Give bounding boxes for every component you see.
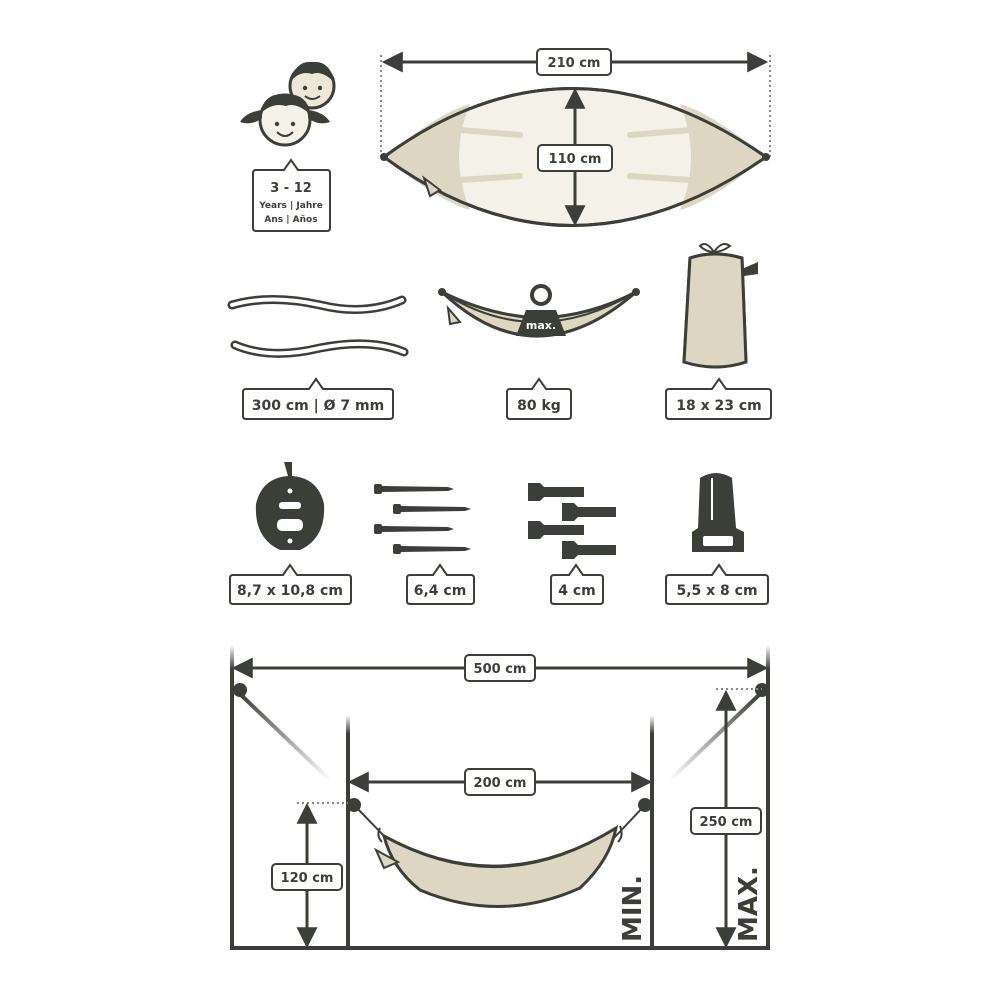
wall-anchors-icon (528, 483, 616, 559)
max-height-tag: 250 cm (690, 807, 762, 835)
inner-post-right (650, 715, 654, 950)
age-tag: 3 - 12 Years | Jahre Ans | Años (252, 158, 331, 232)
hammock-weight-icon: max. (438, 284, 640, 338)
width-value: 110 cm (549, 152, 602, 167)
min-height-value: 120 cm (281, 871, 334, 886)
screws-tag: 6,4 cm (406, 563, 475, 605)
max-distance-tag: 500 cm (464, 654, 536, 682)
carabiner-tag: 5,5 x 8 cm (665, 563, 769, 605)
max-distance-value: 500 cm (474, 662, 527, 677)
carabiner-icon (692, 473, 744, 552)
ropes-icon (227, 295, 409, 358)
wall-plate-size: 8,7 x 10,8 cm (237, 583, 343, 599)
min-label: MIN. (618, 875, 648, 942)
inner-post-left (346, 715, 350, 950)
age-label-ans: Ans | Años (264, 215, 317, 225)
max-label: MAX. (734, 866, 764, 942)
screws-length: 6,4 cm (414, 583, 467, 599)
outer-post-right (766, 645, 770, 950)
hammock-top-view (380, 51, 771, 227)
weight-icon (516, 310, 566, 336)
stuff-bag-icon (682, 243, 758, 369)
age-label-years: Years | Jahre (258, 201, 323, 211)
carabiner-size: 5,5 x 8 cm (676, 583, 757, 599)
length-tag: 210 cm (536, 48, 612, 76)
weight-tag: max. (526, 319, 556, 332)
rope-spec: 300 cm | Ø 7 mm (252, 398, 384, 414)
bag-size-value: 18 x 23 cm (676, 398, 762, 414)
min-distance-value: 200 cm (474, 776, 527, 791)
bag-size-tag: 18 x 23 cm (665, 377, 772, 420)
wall-plate-icon (255, 462, 325, 550)
width-tag: 110 cm (537, 144, 613, 172)
min-height-tag: 120 cm (271, 863, 343, 891)
max-load-value: 80 kg (517, 398, 561, 414)
anchors-tag: 4 cm (550, 563, 604, 605)
kids-faces-icon (240, 61, 336, 147)
outer-post-left (230, 645, 234, 950)
screws-icon (374, 484, 471, 554)
length-value: 210 cm (548, 56, 601, 71)
age-range: 3 - 12 (270, 181, 312, 196)
max-load-tag: 80 kg (506, 377, 572, 420)
anchors-length: 4 cm (558, 583, 596, 599)
min-distance-tag: 200 cm (464, 768, 536, 796)
rope-tag: 300 cm | Ø 7 mm (242, 377, 394, 420)
max-height-value: 250 cm (700, 815, 753, 830)
installation-diagram (230, 645, 770, 950)
wall-plate-tag: 8,7 x 10,8 cm (229, 563, 352, 605)
